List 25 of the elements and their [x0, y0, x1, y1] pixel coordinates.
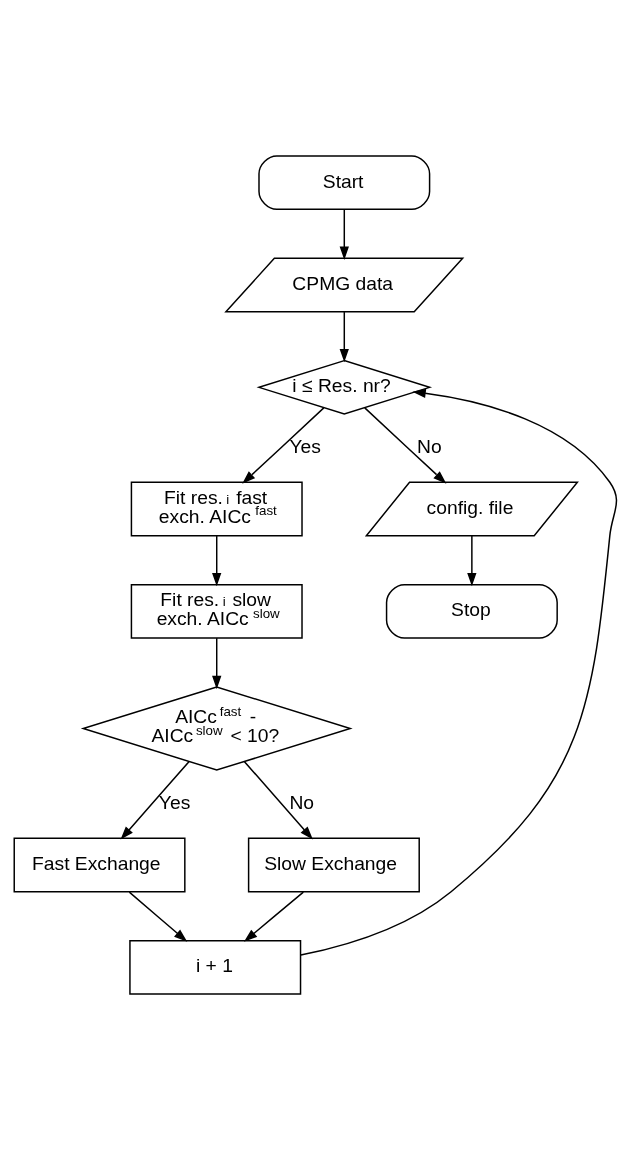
node-box: Start [258, 154, 431, 210]
arrow [242, 406, 325, 484]
arrow [300, 388, 618, 956]
node-box: Fit res.i slow exch. AICc$^{slow}$ [130, 583, 303, 639]
arrow [339, 208, 349, 260]
node-diamond: i ≤ Res. nr? [256, 359, 433, 415]
node-box: Fast Exchange [13, 837, 186, 892]
node-box: Slow Exchange [247, 837, 420, 892]
edge-label: No [289, 791, 315, 813]
node-box: Stop [385, 583, 558, 639]
edge-label: Yes [289, 435, 321, 457]
arrow [243, 760, 313, 840]
node-box: Fit res.i fast exch. AICc$^{fast}$ [130, 481, 303, 536]
arrow [364, 406, 447, 484]
edge-label: No [416, 435, 442, 457]
arrow [467, 534, 477, 586]
arrow [339, 310, 349, 362]
arrow [128, 890, 188, 942]
node-box: i + 1 [129, 939, 302, 995]
arrow [243, 890, 305, 942]
edge-label: Yes [158, 791, 191, 813]
arrow [212, 534, 222, 586]
node-diamond: AICc$^{fast}$ - AICc$^{slow}$ < 10? [80, 685, 353, 771]
arrow [212, 636, 222, 689]
arrow [120, 760, 190, 840]
